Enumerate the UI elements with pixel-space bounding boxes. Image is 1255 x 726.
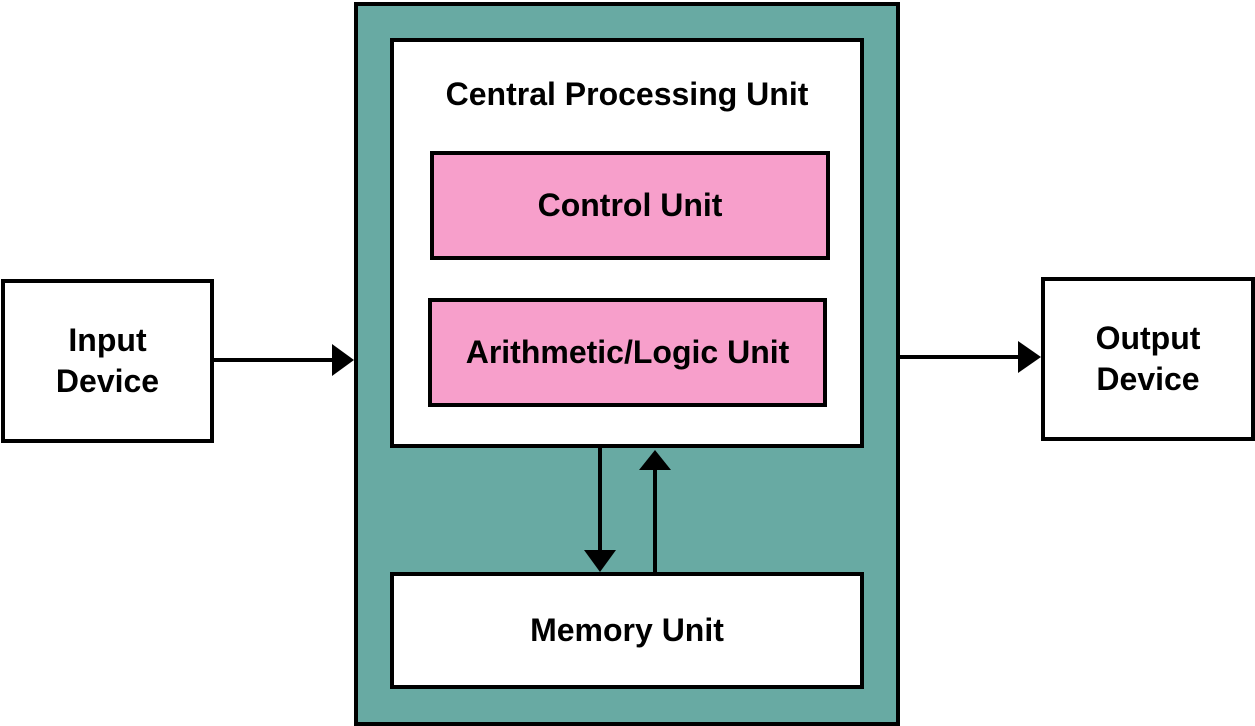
memory-unit-box: Memory Unit: [390, 572, 864, 689]
control-unit-box: Control Unit: [430, 151, 830, 260]
memory-unit-label: Memory Unit: [530, 612, 724, 648]
control-unit-label: Control Unit: [537, 187, 723, 223]
output-device-label: Output Device: [1095, 320, 1201, 397]
input-device-label: Input Device: [55, 322, 160, 399]
output-device-box: Output Device: [1041, 277, 1255, 441]
alu-box: Arithmetic/Logic Unit: [428, 298, 827, 407]
cpu-title: Central Processing Unit: [445, 76, 809, 112]
alu-label: Arithmetic/Logic Unit: [465, 334, 790, 370]
input-device-box: Input Device: [1, 279, 214, 443]
input-to-cpu-arrow: [214, 344, 354, 376]
cpu-to-output-arrow: [900, 341, 1041, 373]
